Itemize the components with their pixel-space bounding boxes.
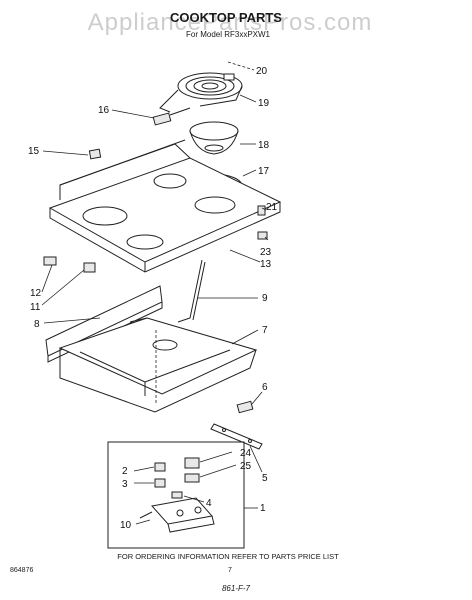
callout-24: 24	[240, 448, 252, 459]
callout-11: 11	[30, 302, 41, 313]
support-rod	[177, 259, 206, 323]
part-15	[88, 148, 102, 160]
callout-1: 1	[260, 503, 266, 514]
bracket	[210, 423, 263, 450]
figure-code: 864876	[10, 567, 33, 574]
diagram-title: COOKTOP PARTS	[170, 10, 282, 25]
callout-6: 6	[262, 382, 268, 393]
switch-kit-box	[107, 441, 245, 549]
callout-9: 9	[262, 293, 268, 304]
cooktop-panel	[48, 139, 282, 273]
terminal-block	[152, 107, 191, 126]
callout-13: 13	[260, 259, 272, 270]
handwritten-code: 861-F-7	[222, 584, 251, 593]
model-line: For Model RF3xxPXW1	[186, 30, 271, 39]
callout-25: 25	[240, 461, 252, 472]
drip-bowl	[189, 121, 239, 155]
callout-12: 12	[30, 288, 42, 299]
callout-23: 23	[260, 247, 272, 258]
callout-19: 19	[258, 98, 270, 109]
page-number: 7	[228, 567, 232, 574]
callout-2: 2	[122, 466, 128, 477]
callout-5: 5	[262, 473, 268, 484]
callout-17: 17	[258, 166, 270, 177]
hinge-clip	[257, 205, 268, 240]
callout-4: 4	[206, 498, 212, 509]
callout-15: 15	[28, 146, 40, 157]
ordering-note: FOR ORDERING INFORMATION REFER TO PARTS …	[117, 552, 339, 561]
watermark-text: AppliancePartsPros.com	[88, 9, 373, 36]
burner-box	[58, 317, 258, 413]
callout-20: 20	[256, 66, 268, 77]
callout-numbers: 20 19 16 18 15 17 21 23 13 12 11 9 8 7 6…	[28, 66, 278, 531]
surface-element-assembly	[159, 72, 243, 113]
part-6	[236, 400, 254, 414]
callout-21: 21	[266, 202, 278, 213]
part-12	[43, 256, 57, 266]
callout-8: 8	[34, 319, 40, 330]
callout-18: 18	[258, 140, 270, 151]
callout-10: 10	[120, 520, 132, 531]
part-11	[83, 262, 96, 273]
callout-7: 7	[262, 325, 268, 336]
callout-16: 16	[98, 105, 110, 116]
callout-3: 3	[122, 479, 128, 490]
leader-lines	[41, 61, 269, 525]
